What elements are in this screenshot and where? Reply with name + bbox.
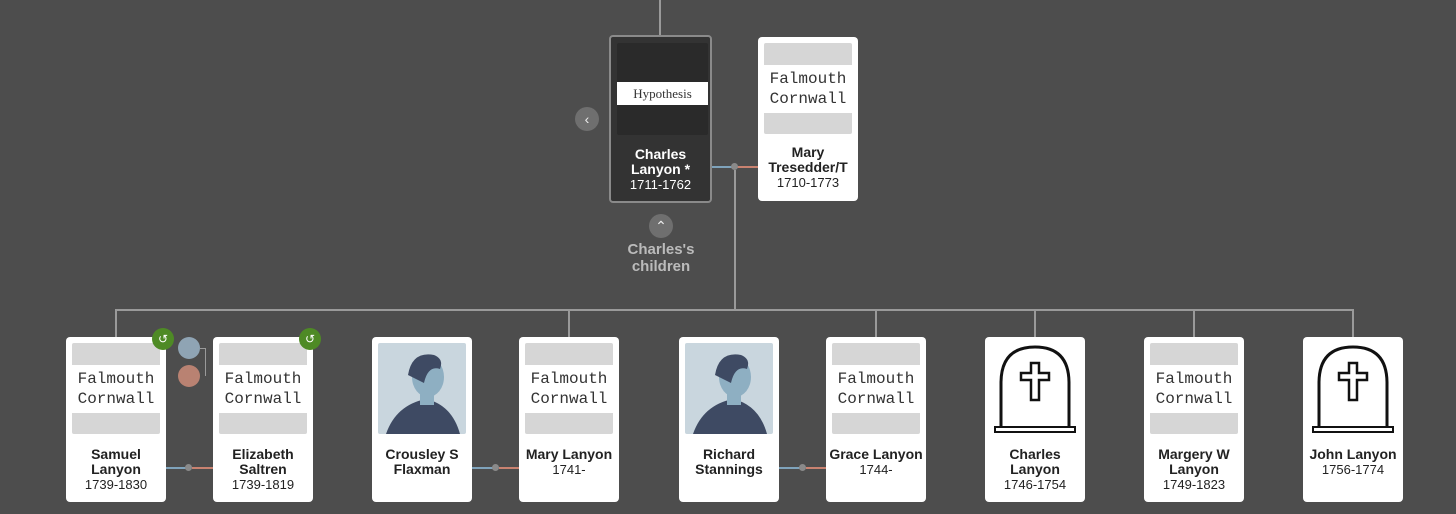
couple-line xyxy=(499,467,519,469)
parents-bracket-line xyxy=(205,348,206,376)
couple-line xyxy=(166,467,188,469)
drop-line xyxy=(1352,309,1354,337)
couple-dot xyxy=(731,163,738,170)
person-name: Charles Lanyon xyxy=(1009,446,1061,477)
drop-line xyxy=(1193,309,1195,337)
person-silhouette-icon xyxy=(685,343,773,434)
person-name: Margery W Lanyon xyxy=(1158,446,1230,477)
focus-person-card[interactable]: Hypothesis Charles Lanyon *1711-1762 xyxy=(609,35,712,203)
person-name: Mary Lanyon xyxy=(525,446,613,462)
father-avatar-icon[interactable] xyxy=(178,337,200,359)
couple-line xyxy=(472,467,494,469)
person-name: Crousley S Flaxman xyxy=(385,446,459,477)
hint-leaf-icon[interactable]: ↺ xyxy=(299,328,321,350)
person-years: 1711-1762 xyxy=(629,177,692,192)
previous-spouse-button[interactable]: ‹ xyxy=(575,107,599,131)
hint-leaf-icon[interactable]: ↺ xyxy=(152,328,174,350)
person-years: 1739-1819 xyxy=(231,477,295,492)
couple-dot xyxy=(492,464,499,471)
person-name: John Lanyon xyxy=(1309,446,1397,462)
hypothesis-label: Hypothesis xyxy=(617,82,708,105)
person-name: Richard Stannings xyxy=(695,446,763,477)
person-name: Samuel Lanyon xyxy=(91,446,141,477)
collapse-children-button[interactable]: ⌃ xyxy=(649,214,673,238)
child-card[interactable]: Richard Stannings xyxy=(679,337,779,502)
drop-line xyxy=(115,309,117,337)
mother-avatar-icon[interactable] xyxy=(178,365,200,387)
person-name: Charles Lanyon * xyxy=(630,146,691,177)
drop-line xyxy=(568,309,570,337)
person-silhouette-icon xyxy=(378,343,466,434)
person-years: 1746-1754 xyxy=(1003,477,1067,492)
couple-line xyxy=(192,467,213,469)
couple-line xyxy=(779,467,801,469)
person-name: Grace Lanyon xyxy=(829,446,923,462)
person-years: 1749-1823 xyxy=(1162,477,1226,492)
person-years: 1741- xyxy=(552,462,586,477)
couple-dot xyxy=(185,464,192,471)
parents-bracket-line xyxy=(200,348,206,349)
child-card[interactable]: Crousley S Flaxman xyxy=(372,337,472,502)
couple-line xyxy=(737,166,758,168)
person-years: 1756-1774 xyxy=(1321,462,1385,477)
children-bar-line xyxy=(115,309,1354,311)
person-photo: Hypothesis xyxy=(617,43,708,135)
couple-line xyxy=(806,467,826,469)
person-years: 1739-1830 xyxy=(84,477,148,492)
parent-line xyxy=(659,0,661,35)
headstone-icon xyxy=(1309,343,1397,434)
children-trunk-line xyxy=(734,170,736,310)
person-years: 1710-1773 xyxy=(776,175,840,190)
person-years: 1744- xyxy=(859,462,893,477)
headstone-icon xyxy=(991,343,1079,434)
couple-dot xyxy=(799,464,806,471)
person-name: Elizabeth Saltren xyxy=(232,446,294,477)
drop-line xyxy=(875,309,877,337)
children-group-label: Charles's children xyxy=(627,241,695,275)
couple-line xyxy=(712,166,734,168)
drop-line xyxy=(1034,309,1036,337)
person-name: Mary Tresedder/T xyxy=(768,144,848,175)
